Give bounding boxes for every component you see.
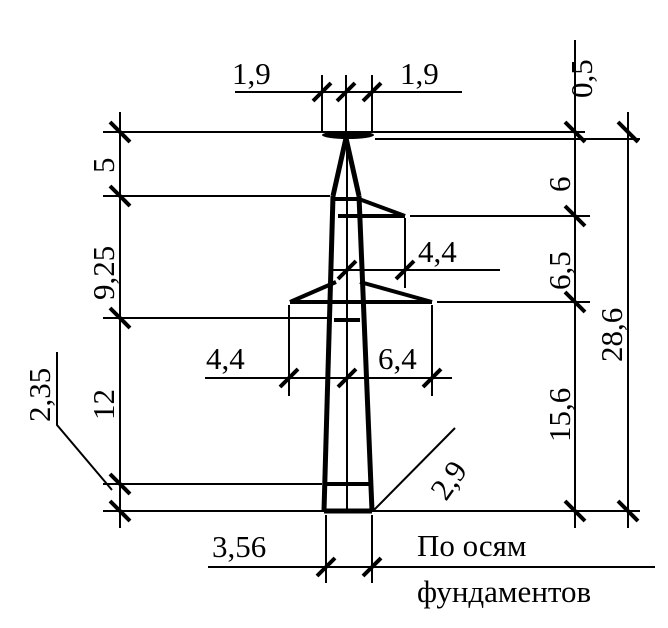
label-top-left: 1,9 [232, 56, 271, 91]
label-upper-arm: 4,4 [418, 234, 457, 269]
label-base-width: 3,56 [212, 529, 266, 564]
note-line-1: По осям [417, 528, 527, 563]
label-left-base: 2,35 [22, 368, 57, 422]
tower-right-leg [356, 195, 375, 512]
label-lower-arm-right: 6,4 [378, 341, 417, 376]
label-left-middle: 9,25 [86, 246, 121, 300]
label-lower-arm-left: 4,4 [206, 341, 245, 376]
dimension-lines [56, 40, 655, 583]
tower [289, 131, 433, 514]
tower-left-leg [321, 195, 336, 512]
tower-peak [330, 137, 362, 197]
label-right-middle: 6,5 [542, 251, 577, 290]
label-top-right: 1,9 [400, 56, 439, 91]
label-left-lower: 12 [86, 389, 121, 420]
label-top-cap: 0,5 [564, 59, 599, 98]
dimension-labels: 1,9 1,9 0,5 5 9,25 12 2,35 6 6,5 15,6 28… [22, 56, 629, 609]
label-total-height: 28,6 [594, 308, 629, 362]
label-right-lower: 15,6 [542, 388, 577, 442]
label-base-diagonal: 2,9 [423, 454, 474, 506]
note-line-2: фундаментов [417, 574, 591, 609]
label-right-upper: 6 [542, 177, 577, 193]
label-left-top: 5 [86, 158, 121, 174]
